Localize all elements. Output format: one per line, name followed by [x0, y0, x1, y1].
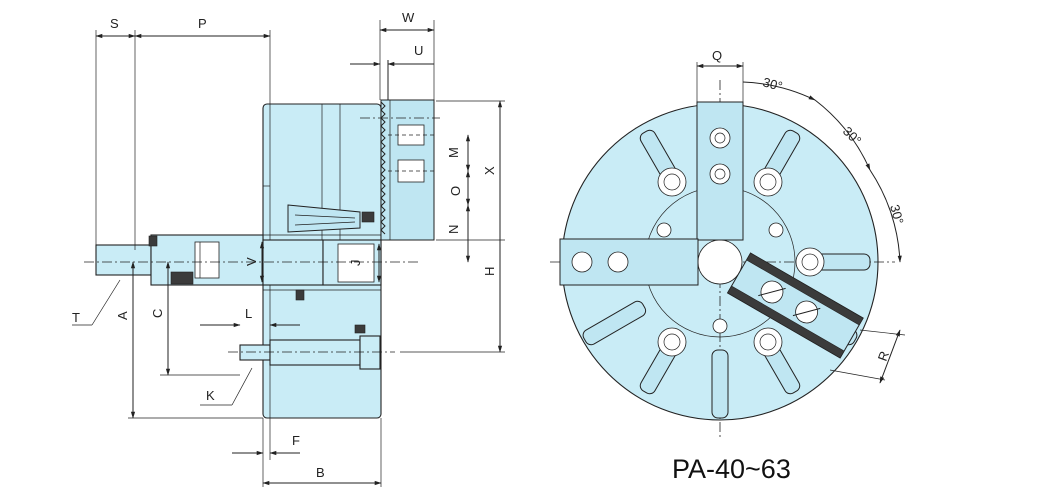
label-angle-3: 30°: [887, 203, 907, 226]
label-f: F: [292, 433, 300, 448]
label-k: K: [206, 388, 215, 403]
label-l: L: [245, 306, 252, 321]
jaw-lower-right: [726, 252, 864, 359]
label-m: M: [446, 147, 461, 158]
label-c: C: [150, 309, 165, 318]
label-s: S: [110, 16, 119, 31]
label-t: T: [72, 310, 80, 325]
label-q: Q: [712, 48, 722, 63]
label-b: B: [316, 465, 325, 480]
label-r: R: [875, 349, 892, 363]
label-o: O: [448, 186, 463, 196]
label-p: P: [198, 16, 207, 31]
draw-tube: [95, 244, 152, 276]
label-n: N: [446, 225, 461, 234]
label-j: J: [348, 260, 363, 267]
jaw-lower-left: [559, 238, 699, 286]
label-u: U: [414, 43, 423, 58]
label-v: V: [244, 257, 259, 266]
center-bore: [697, 239, 743, 285]
label-w: W: [402, 10, 415, 25]
label-a: A: [115, 311, 130, 320]
label-h: H: [482, 267, 497, 276]
side-view: S P W U M X O N V J H T A C L K F B: [72, 10, 505, 487]
model-title: PA-40~63: [672, 454, 791, 484]
front-view: Q 30° 30° 30° R PA-40~63: [550, 48, 907, 484]
label-angle-1: 30°: [761, 74, 784, 94]
label-x: X: [482, 166, 497, 175]
